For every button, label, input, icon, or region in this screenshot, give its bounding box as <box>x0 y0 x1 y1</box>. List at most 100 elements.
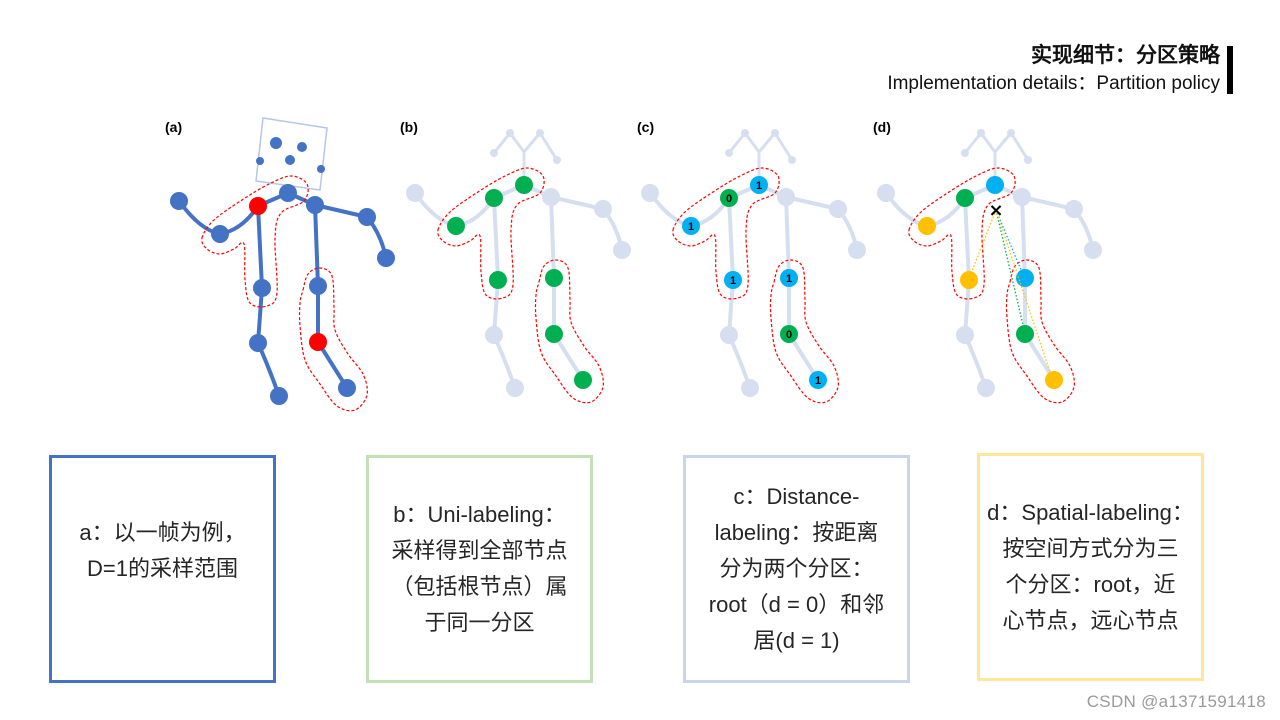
joint-left-hand <box>170 192 188 210</box>
joint-right-hip <box>1016 269 1034 287</box>
caption-line: 居(d = 1) <box>753 628 840 653</box>
joint-left-foot <box>977 379 995 397</box>
panel-b-skeleton <box>406 129 631 404</box>
head-lines <box>963 131 1030 178</box>
center-marker: × <box>988 200 1003 221</box>
head-lines <box>492 131 559 178</box>
distance-line <box>995 209 1024 326</box>
joint-label: 1 <box>756 180 762 192</box>
joint-left-hip <box>724 271 742 289</box>
partition-outline <box>769 259 839 404</box>
joint-label: 0 <box>786 329 792 341</box>
joint-left-hand <box>877 184 895 202</box>
head-outline <box>255 117 328 191</box>
panel-d-skeleton <box>877 129 1102 404</box>
joint-left-shoulder <box>485 189 503 207</box>
partition-outline <box>1005 259 1075 404</box>
skeleton-bone <box>1020 195 1056 382</box>
caption-line: D=1的采样范围 <box>87 556 238 581</box>
head-keypoint <box>725 149 733 157</box>
panel-labels: (a) (b) (c) (d) <box>165 119 891 135</box>
joint-right-knee <box>545 325 563 343</box>
partition-outline <box>672 167 780 300</box>
joint-label: 1 <box>688 221 694 233</box>
head-keypoint <box>553 156 561 164</box>
head-keypoint <box>741 129 749 137</box>
head-keypoint <box>317 165 325 173</box>
joint-left-hip <box>960 271 978 289</box>
caption-line: 个分区：root，近 <box>1005 572 1176 597</box>
joint-right-foot <box>574 371 592 389</box>
joint-right-elbow <box>594 200 612 218</box>
panel-d-distance-lines <box>971 209 1051 373</box>
caption-line: labeling：按距离 <box>714 520 879 545</box>
caption-line: root（d = 0）和邻 <box>708 592 885 617</box>
caption-line: b：Uni-labeling： <box>393 502 566 527</box>
caption-line: d：Spatial-labeling： <box>987 500 1194 525</box>
joint-left-elbow <box>682 217 700 235</box>
joint-left-hip <box>253 279 271 297</box>
skeleton <box>877 129 1102 404</box>
joint-left-hand <box>641 184 659 202</box>
watermark: CSDN @a1371591418 <box>1086 692 1266 711</box>
joint-right-knee <box>780 325 798 343</box>
skeleton-bone <box>313 203 349 390</box>
head-keypoint <box>1024 156 1032 164</box>
joint-right-shoulder <box>1013 188 1031 206</box>
joint-left-elbow <box>447 217 465 235</box>
caption-line: 心节点，远心节点 <box>1002 608 1179 633</box>
head-keypoint <box>961 149 969 157</box>
skeleton-bone <box>256 204 281 398</box>
head-keypoint <box>490 149 498 157</box>
joint-right-knee <box>309 333 327 351</box>
skeleton <box>170 175 395 412</box>
joint-left-knee <box>956 326 974 344</box>
joint-right-shoulder <box>542 188 560 206</box>
joint-right-elbow <box>358 208 376 226</box>
partition-outline <box>298 267 368 412</box>
head-keypoint <box>788 156 796 164</box>
skeleton-bone <box>784 195 820 382</box>
head-keypoint <box>977 129 985 137</box>
caption-line: 采样得到全部节点 <box>391 538 568 563</box>
skeleton-bone <box>492 196 517 390</box>
head-keypoint <box>256 157 264 165</box>
joint-label: 1 <box>786 273 792 285</box>
joint-left-elbow <box>211 225 229 243</box>
joint-left-shoulder <box>720 189 738 207</box>
caption-box-d: d：Spatial-labeling： 按空间方式分为三 个分区：root，近 … <box>977 453 1204 681</box>
joint-right-foot <box>338 379 356 397</box>
caption-line: 于同一分区 <box>424 610 535 635</box>
joint-left-knee <box>485 326 503 344</box>
joint-right-elbow <box>1065 200 1083 218</box>
title-accent-bar <box>1227 46 1233 94</box>
panel-a-skeleton <box>170 117 395 412</box>
caption-box-b: b：Uni-labeling： 采样得到全部节点 （包括根节点）属 于同一分区 <box>366 455 593 683</box>
caption-line: 分为两个分区： <box>719 556 874 581</box>
joint-left-hip <box>489 271 507 289</box>
panel-label-c: (c) <box>637 119 654 135</box>
partition-outline <box>201 175 309 308</box>
panel-label-a: (a) <box>165 119 182 135</box>
joint-left-hand <box>406 184 424 202</box>
caption-line: 按空间方式分为三 <box>1002 536 1179 561</box>
joint-left-shoulder <box>956 189 974 207</box>
joint-right-hip <box>780 269 798 287</box>
joint-neck <box>515 176 533 194</box>
joint-label: 0 <box>726 193 732 205</box>
head-keypoint <box>297 142 307 152</box>
skeleton-bone <box>963 196 988 390</box>
joint-left-shoulder <box>249 197 267 215</box>
distance-line <box>971 209 997 272</box>
joint-right-hip <box>545 269 563 287</box>
head-keypoint <box>506 129 514 137</box>
skeleton-bone <box>727 196 752 390</box>
caption-box-c: c：Distance- labeling：按距离 分为两个分区： root（d … <box>683 455 910 683</box>
distance-line <box>995 209 1051 373</box>
panel-label-d: (d) <box>873 119 891 135</box>
skeleton <box>406 129 631 404</box>
joint-right-hand <box>1084 241 1102 259</box>
